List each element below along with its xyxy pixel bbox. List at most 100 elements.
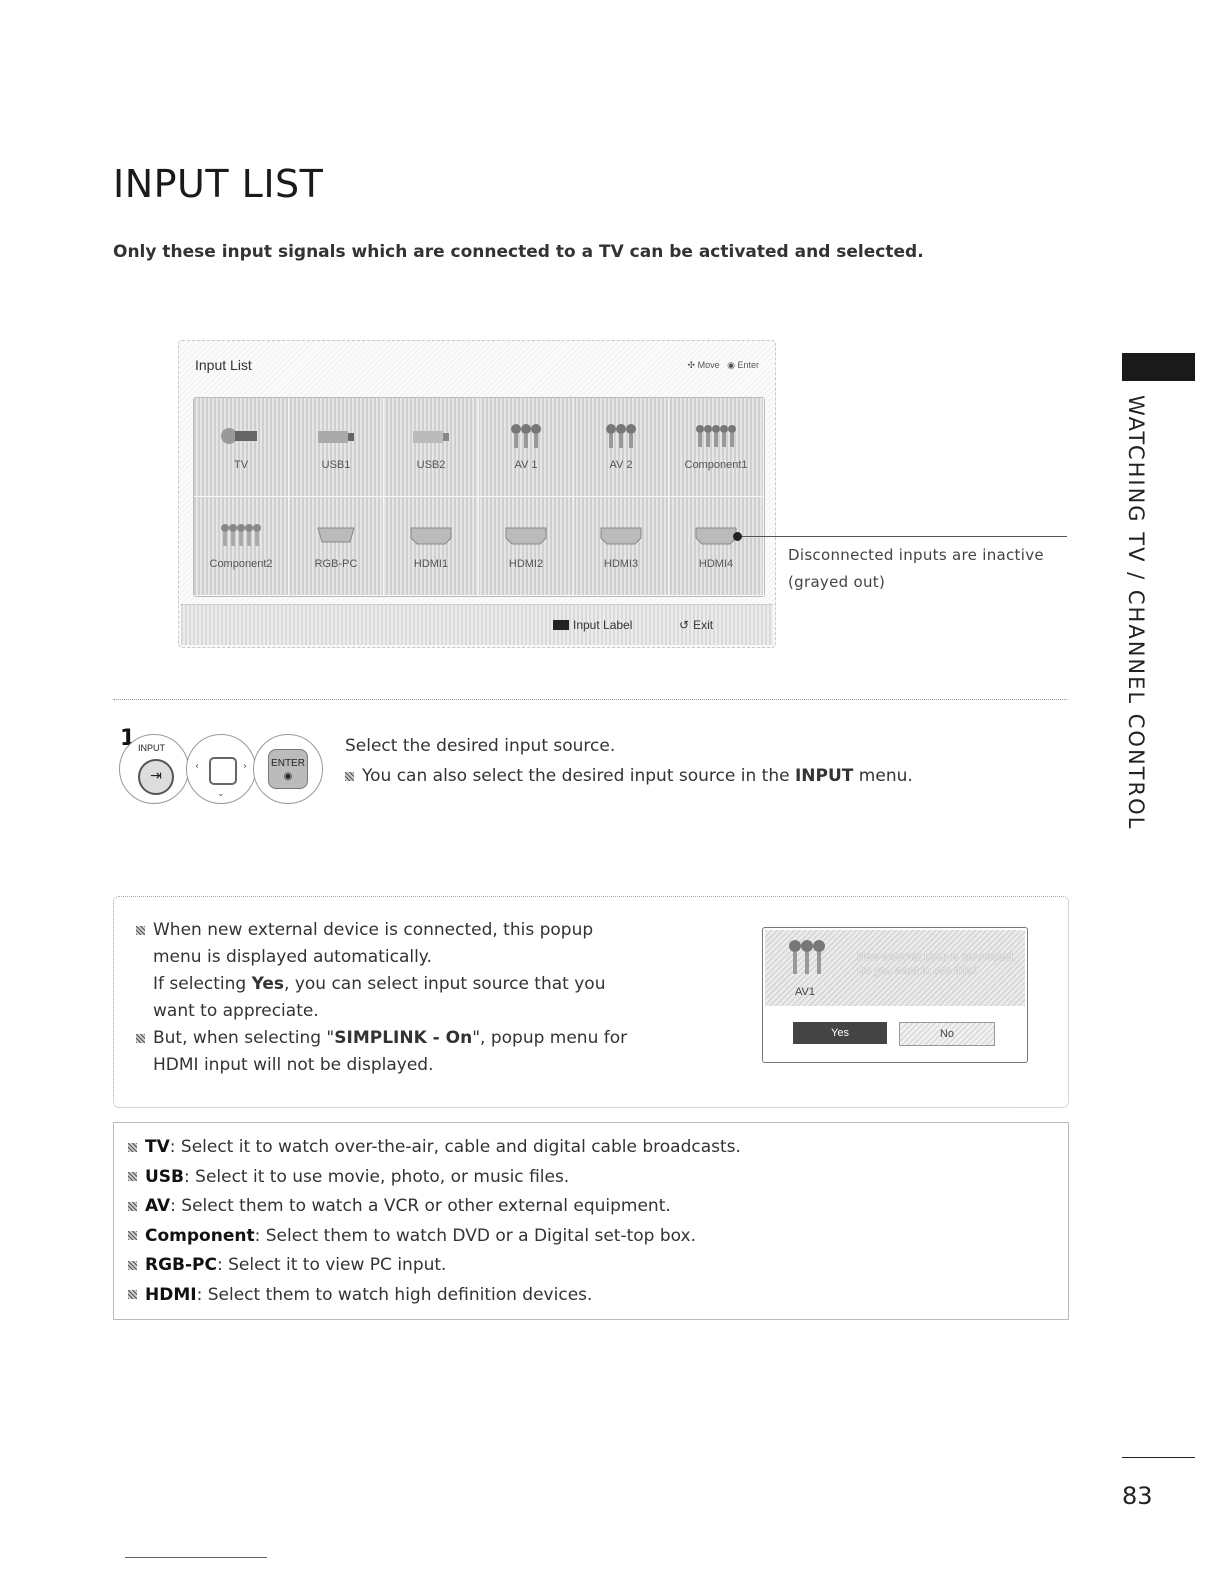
note2-bold: SIMPLINK - On <box>334 1028 473 1048</box>
definition-term: Component <box>145 1225 255 1246</box>
note-line: But, when selecting "SIMPLINK - On", pop… <box>136 1025 696 1052</box>
input-tile-hdmi1[interactable]: HDMI1 <box>384 497 479 596</box>
definition-item: RGB-PC: Select it to view PC input. <box>128 1251 741 1281</box>
callout-text: Disconnected inputs are inactive (grayed… <box>788 542 1044 596</box>
vga-connector-icon <box>317 527 355 543</box>
input-tile-hdmi2[interactable]: HDMI2 <box>479 497 574 596</box>
input-label-button[interactable]: Input Label <box>553 618 632 632</box>
note1-line1: When new external device is connected, t… <box>153 920 594 940</box>
input-tile-component1[interactable]: Component1 <box>669 398 764 497</box>
hdmi-connector-icon <box>600 527 642 545</box>
yes-button[interactable]: Yes <box>793 1022 887 1044</box>
bullet-icon <box>128 1231 137 1241</box>
input-label: USB1 <box>321 459 351 471</box>
no-button[interactable]: No <box>899 1022 995 1046</box>
input-tile-component2[interactable]: Component2 <box>194 497 289 596</box>
remote-input-button: INPUT ⇥ <box>119 734 189 804</box>
callout-line <box>740 536 1067 537</box>
chevron-left-icon: ‹ <box>195 761 199 772</box>
bullet-icon <box>128 1201 137 1211</box>
input-tile-rgb-pc[interactable]: RGB-PC <box>289 497 384 596</box>
step-note-prefix: You can also select the desired input so… <box>362 766 795 786</box>
usb-stick-icon <box>318 431 354 443</box>
input-source-icon: ⇥ <box>138 759 174 795</box>
popup-notes: When new external device is connected, t… <box>136 917 696 1079</box>
hint-move: Move <box>697 360 720 370</box>
popup-screenshot: New external input is connected. Do you … <box>762 927 1028 1063</box>
page-number: 83 <box>1122 1482 1153 1510</box>
input-label: HDMI2 <box>508 558 544 570</box>
note2-line2: HDMI input will not be displayed. <box>153 1055 434 1075</box>
hdmi-connector-icon <box>410 527 452 545</box>
input-list-screen: Input List ✣ Move ◉ Enter TV USB1 USB2 A… <box>178 340 776 648</box>
definition-desc: : Select them to watch DVD or a Digital … <box>254 1225 696 1246</box>
definition-item: USB: Select it to use movie, photo, or m… <box>128 1163 741 1193</box>
move-icon: ✣ <box>687 360 696 370</box>
input-label: TV <box>233 459 249 471</box>
input-tile-hdmi3[interactable]: HDMI3 <box>574 497 669 596</box>
popup-message: New external input is connected. Do you … <box>857 950 1016 978</box>
input-button-label: INPUT <box>138 743 165 753</box>
bottom-rule <box>125 1557 267 1558</box>
popup-message-area: New external input is connected. Do you … <box>765 930 1025 1006</box>
input-tile-tv[interactable]: TV <box>194 398 289 497</box>
antenna-plug-icon <box>221 428 257 444</box>
remote-nav-button: ‹ › ⌄ <box>186 734 256 804</box>
enter-dot-icon: ◉ <box>283 771 293 782</box>
note1-line3-prefix: If selecting <box>153 974 252 994</box>
popup-message-line1: New external input is connected. <box>857 951 1016 963</box>
page-title: INPUT LIST <box>113 162 324 206</box>
intro-text: Only these input signals which are conne… <box>113 242 924 262</box>
nav-pad-icon <box>209 757 237 785</box>
note1-line3-suffix: , you can select input source that you <box>284 974 606 994</box>
section-divider <box>113 699 1067 700</box>
definition-desc: : Select it to watch over-the-air, cable… <box>169 1137 741 1157</box>
input-tile-usb2[interactable]: USB2 <box>384 398 479 497</box>
step-note-suffix: menu. <box>853 766 913 786</box>
definition-item: AV: Select them to watch a VCR or other … <box>128 1192 741 1222</box>
popup-source: AV1 <box>795 986 815 998</box>
note2-prefix: But, when selecting " <box>153 1028 335 1048</box>
page-number-rule <box>1122 1457 1195 1458</box>
input-tile-hdmi4[interactable]: HDMI4 <box>669 497 764 596</box>
input-tile-av1[interactable]: AV 1 <box>479 398 574 497</box>
note-line: If selecting Yes, you can select input s… <box>136 971 696 998</box>
input-label: RGB-PC <box>314 558 358 570</box>
note1-line3-bold: Yes <box>251 974 285 994</box>
definitions-list: TV: Select it to watch over-the-air, cab… <box>128 1133 741 1311</box>
hint-enter: Enter <box>737 360 759 370</box>
bullet-icon <box>128 1142 137 1152</box>
bullet-icon <box>345 771 354 781</box>
input-label: Component2 <box>209 558 273 570</box>
note1-line2: menu is displayed automatically. <box>153 947 432 967</box>
remote-enter-button: ENTER ◉ <box>253 734 323 804</box>
bullet-icon <box>128 1290 137 1300</box>
popup-notes-box: When new external device is connected, t… <box>113 896 1069 1108</box>
exit-button[interactable]: ↺ Exit <box>679 618 713 632</box>
hdmi-connector-icon <box>695 527 737 545</box>
bullet-icon <box>136 925 145 935</box>
input-tile-av2[interactable]: AV 2 <box>574 398 669 497</box>
enter-key-label: ENTER <box>271 758 305 769</box>
rca-cable-icon <box>511 424 541 448</box>
bullet-icon <box>128 1172 137 1182</box>
input-label: Component1 <box>684 459 748 471</box>
rca-cable-icon <box>789 940 825 974</box>
callout-line2: (grayed out) <box>788 573 886 591</box>
input-label: AV 2 <box>609 459 633 471</box>
definition-item: TV: Select it to watch over-the-air, cab… <box>128 1133 741 1163</box>
note1-line4: want to appreciate. <box>153 1001 319 1021</box>
bullet-icon <box>136 1033 145 1043</box>
side-tab-label: WATCHING TV / CHANNEL CONTROL <box>1124 395 1148 831</box>
input-tile-usb1[interactable]: USB1 <box>289 398 384 497</box>
callout-line1: Disconnected inputs are inactive <box>788 546 1044 564</box>
input-label: AV 1 <box>514 459 538 471</box>
hdmi-connector-icon <box>505 527 547 545</box>
input-label: USB2 <box>416 459 446 471</box>
definition-desc: : Select them to watch high definition d… <box>196 1284 593 1305</box>
definition-term: HDMI <box>145 1284 197 1305</box>
usb-stick-icon <box>413 431 449 443</box>
definition-term: USB <box>145 1166 185 1187</box>
input-label-text: Input Label <box>573 618 633 632</box>
definition-term: TV <box>145 1137 170 1157</box>
